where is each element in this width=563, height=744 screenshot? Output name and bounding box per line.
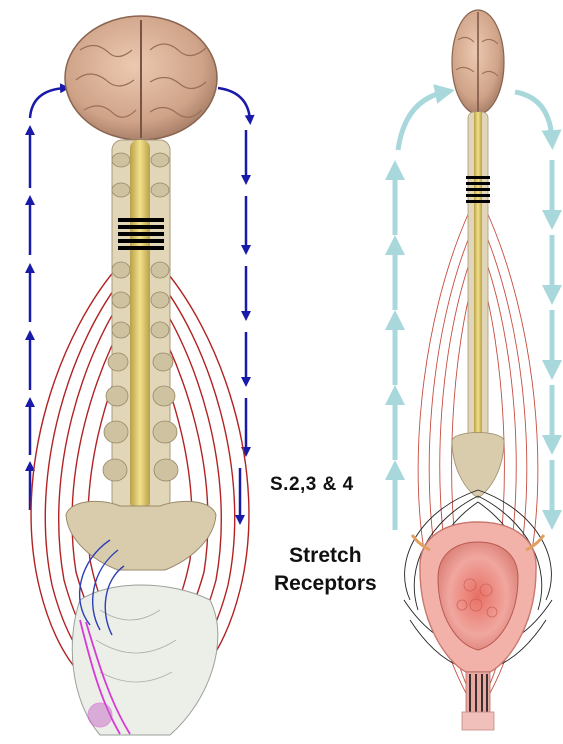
brain-icon-small <box>452 10 504 114</box>
efferent-arrows-down <box>218 88 250 520</box>
sacral-segments-label: S.2,3 & 4 <box>270 474 354 496</box>
stretch-receptors-line1: Stretch <box>274 542 377 570</box>
left-figure <box>30 16 250 735</box>
spinal-column-icon-small <box>452 112 504 498</box>
stretch-receptors-label: Stretch Receptors <box>274 542 377 598</box>
brain-icon <box>65 16 217 140</box>
faded-arrows-down <box>515 92 552 520</box>
up-arrow-icon <box>30 88 65 510</box>
bladder-icon <box>412 522 544 730</box>
afferent-arrows-up <box>30 88 65 510</box>
faded-arrows-up <box>395 92 445 530</box>
right-figure <box>395 10 552 730</box>
down-arrow-icon <box>218 88 250 520</box>
spinal-column-icon <box>66 140 216 570</box>
stretch-receptors-line2: Receptors <box>274 570 377 598</box>
